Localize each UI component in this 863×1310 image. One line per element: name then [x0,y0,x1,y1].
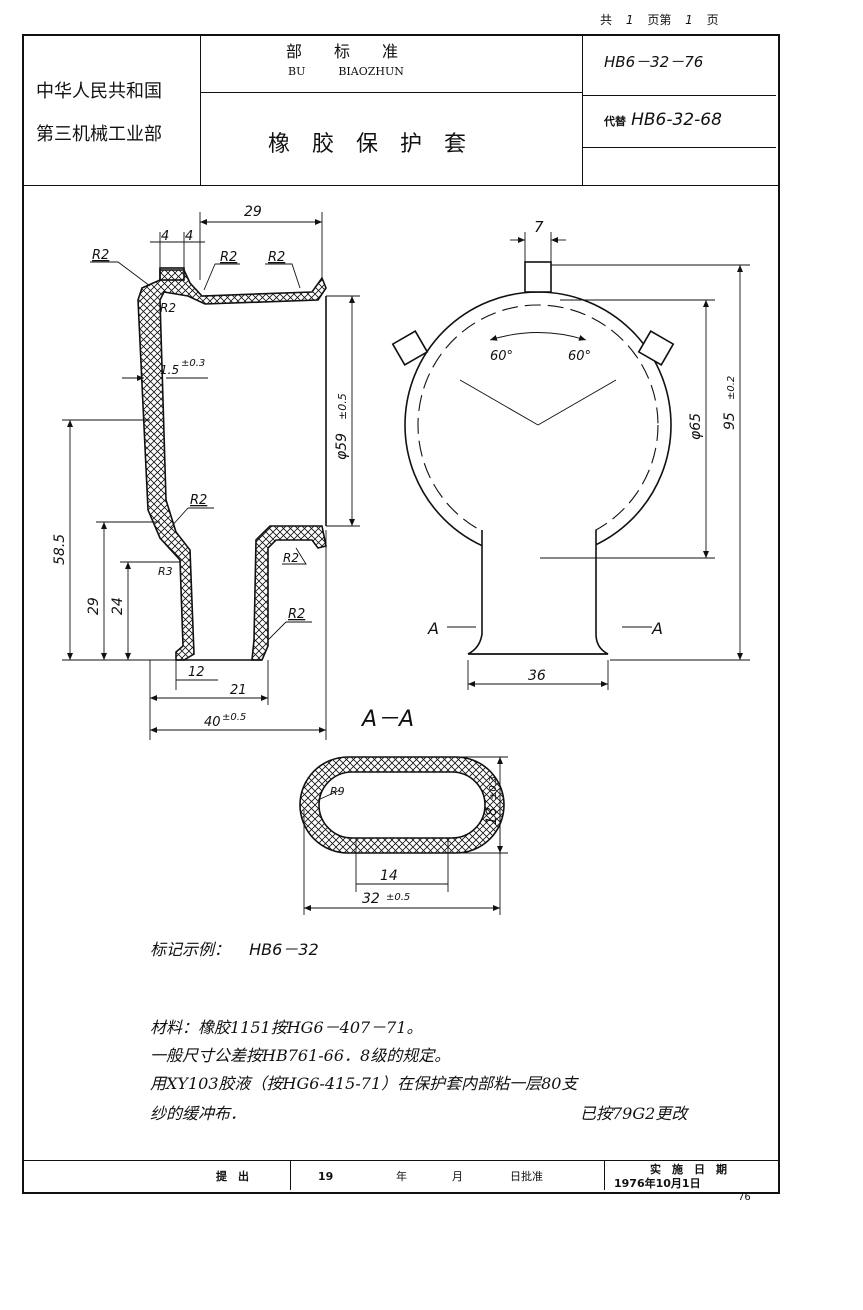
technical-drawing: 29 4 4 R2 R2 R2 R2 R2 R2 R2 R3 1.5 ±0.3 … [52,204,750,915]
dim-body-diameter: φ59 [334,433,350,460]
dim-height-neck: 29 [86,597,102,615]
dim-overall-height: 95 [722,412,738,430]
angle-right: 60° [568,349,591,364]
dim-section-radius: R9 [330,785,345,798]
replaces-block: 代替 HB6-32-68 [604,112,722,129]
footer-year-prefix: 19 [318,1170,334,1183]
radius-label-7: R2 [288,607,305,622]
standard-category: 部 标 准 [286,42,399,61]
radius-label-6: R2 [283,551,299,565]
dim-section-height: 18 [484,807,500,825]
front-view-dims [447,232,750,690]
footer-approved: 日批准 [510,1170,543,1183]
marking-example-label: 标记示例： [150,940,231,959]
footer-effective-date: 1976年10月1日 [614,1177,701,1190]
standard-number: HB6－32－76 [604,53,704,71]
dim-base-21: 21 [230,683,247,698]
replaces-label: 代替 [604,115,626,128]
dim-body-diameter-tol: ±0.5 [336,393,349,420]
dim-height-total: 58.5 [52,534,68,565]
dim-overall-height-tol: ±0.2 [726,376,737,400]
header-divider-right [582,34,583,186]
document-title: 橡 胶 保 护 套 [268,132,467,157]
section-marker-right: A [651,619,663,638]
footer-year-label: 年 [396,1170,407,1183]
drawing-frame [22,34,780,1194]
note-tolerance: 一般尺寸公差按HB761-66．8级的规定。 [150,1046,451,1065]
marking-example: 标记示例： HB6－32 [150,942,319,958]
dim-section-outer-tol: ±0.5 [386,892,410,903]
note-lining: 用XY103胶液（按HG6-415-71）在保护套内部粘一层80支 [150,1074,578,1093]
footer-month-label: 月 [452,1170,463,1183]
marking-example-value: HB6－32 [249,940,319,959]
header-mid-line [200,92,583,93]
page-total: 1 [625,13,634,27]
dim-section-outer: 32 [362,891,380,907]
replaces-number: HB6-32-68 [631,110,722,130]
standard-category-pinyin: BU BIAOZHUN [288,65,404,78]
header-bottom-line [22,185,778,186]
dim-height-tube: 24 [110,597,126,615]
side-view-labels: 29 4 4 R2 R2 R2 R2 R2 R2 R2 R3 1.5 ±0.3 … [52,204,350,730]
footer-corner-code: 76 [738,1192,751,1203]
radius-label-1: R2 [92,248,109,263]
side-view-dims [62,212,360,740]
section-marker-left: A [427,619,439,638]
note-revision: 已按79G2更改 [580,1104,688,1123]
dim-section-height-tol: ±0.3 [488,776,499,800]
org-line-2: 第三机械工业部 [36,124,162,145]
dim-wall-tol: ±0.3 [181,358,205,369]
side-view-wall [137,269,327,661]
radius-label-3: R2 [268,250,285,265]
page-counter: 共 1 页第 1 页 [600,14,719,26]
note-lining-cont: 纱的缓冲布． [150,1104,247,1123]
footer-top-line [22,1160,778,1161]
header-right-line-2 [582,147,776,148]
section-view: A－A R9 18 ±0.3 14 32 ±0.5 [299,707,508,915]
dim-base-width: 36 [528,668,546,684]
side-view-tube [251,525,327,661]
angle-left: 60° [490,349,513,364]
dim-section-inner: 14 [380,868,398,884]
dim-flange-b: 4 [185,229,193,244]
dim-wall-thickness: 1.5 [160,363,179,377]
page-suffix: 页 [706,13,719,27]
dim-base-40-tol: ±0.5 [222,712,246,723]
front-view [391,261,675,655]
radius-label-2: R2 [220,250,237,265]
footer-effective-label: 实 施 日 期 [650,1163,727,1176]
front-view-labels: 7 60° 60° φ65 95 ±0.2 36 A A [427,218,738,684]
footer-divider-1 [290,1160,291,1190]
section-title: A－A [360,707,414,732]
radius-label-8: R3 [158,565,173,578]
org-line-1: 中华人民共和国 [36,81,162,102]
dim-top-width: 29 [244,204,262,220]
page-number: 1 [685,13,693,27]
page-number-label: 页第 [647,13,672,27]
footer-divider-2 [604,1160,605,1190]
radius-label-4: R2 [160,301,176,315]
dim-base-40: 40 [204,715,221,730]
dim-inner-diameter: φ65 [688,413,704,440]
dim-flange-a: 4 [161,229,169,244]
radius-label-5: R2 [190,493,207,508]
header-divider-left [200,34,201,186]
page-total-label: 共 [600,13,613,27]
dim-lug-width: 7 [534,218,544,236]
header-right-line-1 [582,95,776,96]
dim-base-12: 12 [188,665,205,680]
side-view [137,267,327,661]
footer-proposed: 提 出 [216,1170,249,1183]
note-material: 材料：橡胶1151按HG6－407－71。 [150,1018,423,1037]
section-wall [299,756,505,854]
